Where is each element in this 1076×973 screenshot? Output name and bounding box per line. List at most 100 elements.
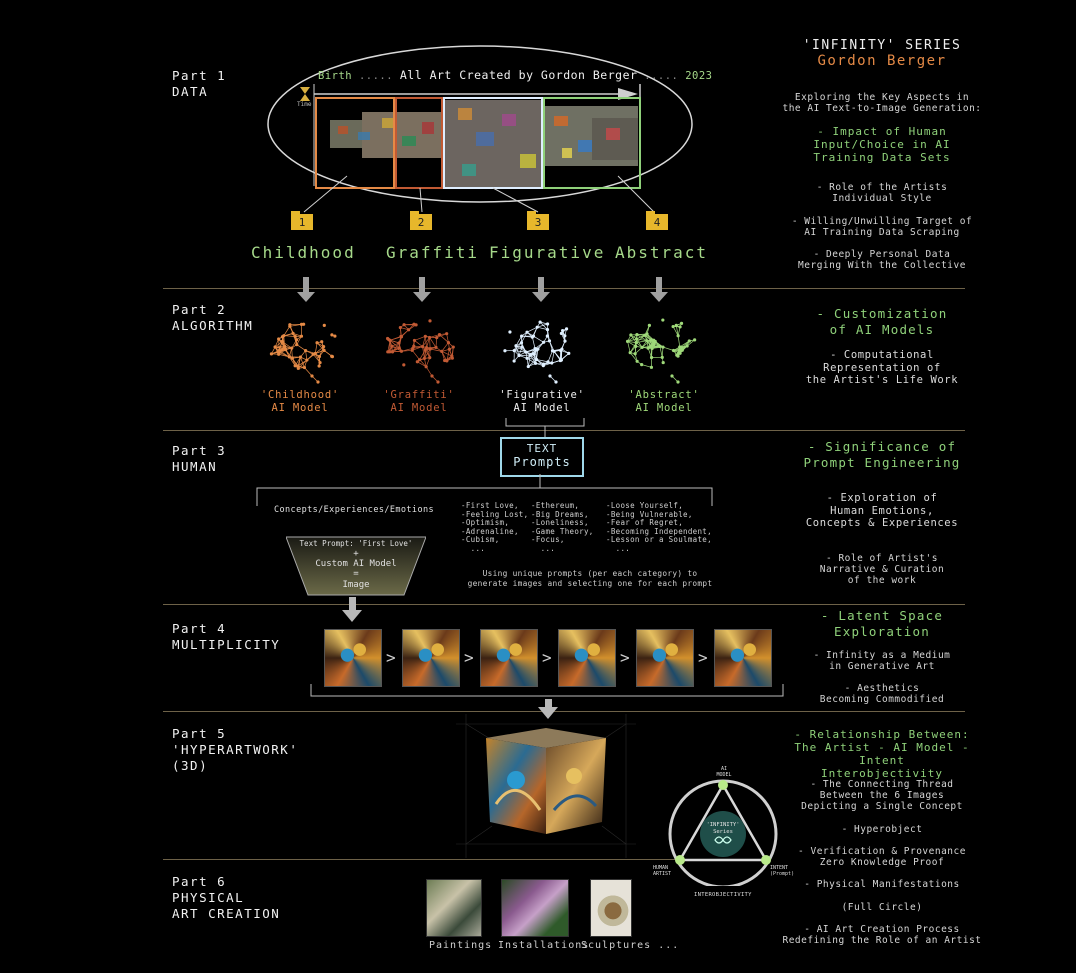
- category-number-1: 1: [291, 211, 313, 230]
- note-line: Individual Style: [832, 193, 932, 204]
- section-divider: [163, 604, 965, 605]
- part4-key-aspect: - Latent Space Exploration: [776, 608, 988, 640]
- intro-line: the AI Text-to-Image Generation:: [782, 103, 982, 114]
- funnel-prompt: Text Prompt: 'First Love': [299, 539, 413, 548]
- latent-image: [324, 629, 382, 687]
- brain-network-icon: [503, 320, 571, 384]
- part-name: HUMAN: [172, 459, 218, 474]
- node-label: (Prompt): [770, 871, 795, 877]
- model-name: 'Abstract': [628, 389, 700, 401]
- note-line: generate images and selecting one for ea…: [467, 579, 713, 588]
- part4-note-a: - Infinity as a Medium in Generative Art: [776, 650, 988, 672]
- note-line: - Exploration of: [826, 492, 938, 504]
- part-number: Part 1: [172, 68, 227, 83]
- funnel-image: Image: [342, 580, 370, 590]
- paintings-label: Paintings: [429, 940, 493, 951]
- series-title-block: 'INFINITY' SERIES Gordon Berger: [776, 38, 988, 69]
- data-title: All Art Created by Gordon Berger: [399, 68, 638, 82]
- category-number-2: 2: [410, 211, 432, 230]
- section-divider: [163, 859, 683, 860]
- note-line: - Verification & Provenance: [798, 846, 966, 857]
- note-line: Merging With the Collective: [798, 260, 966, 271]
- funnel-plus: +: [353, 549, 359, 559]
- prompt-list-1: -First Love, -Feeling Lost, -Optimism, -…: [461, 501, 529, 553]
- model-name: 'Graffiti': [383, 389, 455, 401]
- section-divider: [163, 430, 965, 431]
- note-line: - Deeply Personal Data: [813, 249, 951, 260]
- paintings-photo: [426, 879, 482, 937]
- part3-key-aspect: - Significance of Prompt Engineering: [776, 439, 988, 471]
- note-line: Narrative & Curation: [819, 564, 945, 575]
- category-number-4: 4: [646, 211, 668, 230]
- human-artist-node-label: HUMAN ARTIST: [653, 865, 683, 877]
- node-label: ARTIST: [653, 871, 672, 877]
- aspect-line: The Artist - AI Model - Intent: [794, 741, 970, 767]
- sequence-separator: >: [620, 648, 630, 667]
- sculptures-photo: [590, 879, 632, 937]
- part-name: MULTIPLICITY: [172, 637, 281, 652]
- aspect-line: - Customization: [816, 306, 948, 321]
- part4-label: Part 4 MULTIPLICITY: [172, 621, 280, 653]
- note-line: - Willing/Unwilling Target of: [791, 216, 973, 227]
- note-line: AI Training Data Scraping: [804, 227, 960, 238]
- section-divider: [163, 711, 965, 712]
- aspect-line: Interobjectivity: [821, 767, 943, 780]
- part6-note-c: - AI Art Creation Process Redefining the…: [776, 924, 988, 946]
- note-line: (Full Circle): [841, 902, 923, 913]
- data-ellipse-diagram: [267, 45, 693, 213]
- part-name: PHYSICAL: [172, 890, 245, 905]
- section-divider: [163, 288, 965, 289]
- part-number: Part 5: [172, 726, 227, 741]
- note-line: - AI Art Creation Process: [804, 924, 960, 935]
- latent-image: [402, 629, 460, 687]
- aspect-line: - Significance of: [807, 439, 957, 454]
- prompt-list-2: -Ethereum, -Big Dreams, -Loneliness, -Ga…: [531, 501, 594, 553]
- brain-network-icon: [386, 319, 455, 384]
- part-name-sub: (3D): [172, 758, 209, 773]
- model-label-graffiti: 'Graffiti' AI Model: [359, 389, 479, 415]
- installations-label: Installations: [498, 940, 590, 951]
- year-label: 2023: [685, 70, 713, 82]
- aspect-line: - Relationship Between:: [794, 728, 970, 741]
- note-line: - Hyperobject: [841, 824, 923, 835]
- part4-note-b: - Aesthetics Becoming Commodified: [776, 683, 988, 705]
- center-label: Series: [713, 828, 733, 835]
- aspect-line: of AI Models: [829, 322, 935, 337]
- category-figurative: Figurative: [489, 243, 606, 262]
- installations-photo: [501, 879, 569, 937]
- interobjectivity-label: INTEROBJECTIVITY: [694, 892, 752, 898]
- node-label: HUMAN: [653, 865, 669, 871]
- text-label: TEXT: [526, 442, 558, 455]
- intent-node-label: INTENT (Prompt): [770, 865, 800, 877]
- part-number: Part 3: [172, 443, 227, 458]
- latent-image: [480, 629, 538, 687]
- note-line: Concepts & Experiences: [805, 517, 959, 529]
- note-line: Using unique prompts (per each category)…: [482, 569, 698, 578]
- sequence-separator: >: [542, 648, 552, 667]
- latent-image: [714, 629, 772, 687]
- part2-note: - Computational Representation of the Ar…: [776, 349, 988, 387]
- category-graffiti: Graffiti: [386, 243, 480, 262]
- funnel-text: Text Prompt: 'First Love' + Custom AI Mo…: [286, 538, 426, 591]
- series-title: 'INFINITY' SERIES: [802, 38, 962, 53]
- part5-note-b: - Hyperobject: [776, 824, 988, 835]
- dots: .....: [358, 70, 394, 82]
- brain-network-icon: [625, 318, 697, 384]
- model-type: AI Model: [635, 402, 693, 414]
- part-number: Part 4: [172, 621, 227, 636]
- part3-label: Part 3 HUMAN: [172, 443, 226, 475]
- part1-note-c: - Deeply Personal Data Merging With the …: [776, 249, 988, 271]
- note-line: - Aesthetics: [844, 683, 920, 694]
- figurative-bracket: [505, 418, 585, 438]
- model-name: 'Figurative': [499, 389, 585, 401]
- part5-key-aspect: - Relationship Between: The Artist - AI …: [776, 728, 988, 780]
- part5-note-c: - Verification & Provenance Zero Knowled…: [776, 846, 988, 868]
- concepts-label: Concepts/Experiences/Emotions: [274, 505, 435, 515]
- part1-key-aspect: - Impact of Human Input/Choice in AI Tra…: [776, 125, 988, 164]
- interobjectivity-diagram: [668, 779, 778, 886]
- part-number: Part 2: [172, 302, 227, 317]
- category-childhood: Childhood: [251, 243, 356, 262]
- aspect-line: Training Data Sets: [813, 151, 951, 164]
- part1-note-b: - Willing/Unwilling Target of AI Trainin…: [776, 216, 988, 238]
- note-line: in Generative Art: [829, 661, 935, 672]
